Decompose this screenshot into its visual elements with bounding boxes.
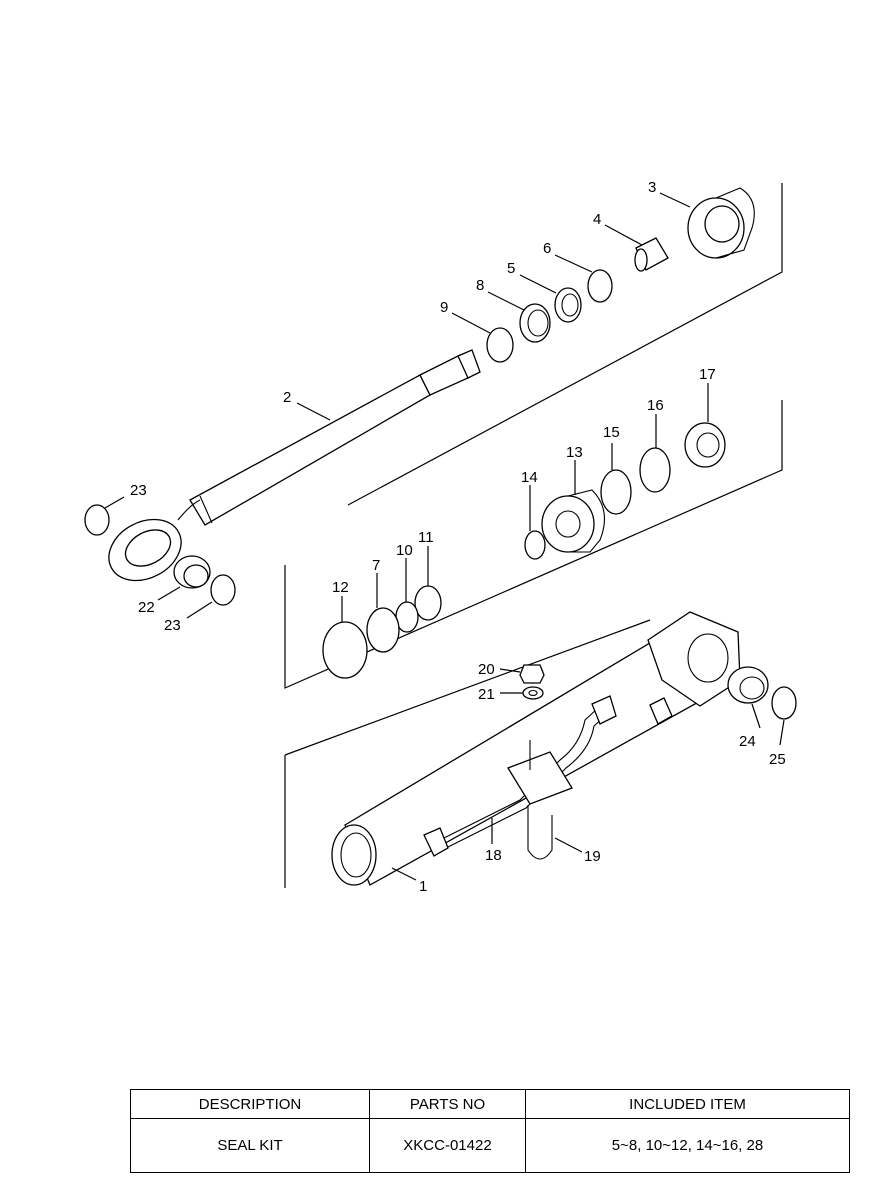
callout-9: 9 xyxy=(440,299,448,316)
callout-15: 15 xyxy=(603,424,620,441)
header-included-item: INCLUDED ITEM xyxy=(525,1089,850,1119)
cylinder-tube-1 xyxy=(331,611,741,886)
pipe-18 xyxy=(423,695,673,857)
o-ring-14 xyxy=(524,530,546,560)
callout-11: 11 xyxy=(418,529,434,546)
bushing-22 xyxy=(173,555,211,589)
callout-18: 18 xyxy=(485,847,502,864)
header-description: DESCRIPTION xyxy=(130,1089,370,1119)
cell-description: SEAL KIT xyxy=(130,1118,370,1173)
piston-rod xyxy=(108,349,481,582)
ring-8 xyxy=(519,303,551,343)
ring-23-right xyxy=(210,574,236,606)
bushing-24 xyxy=(727,666,769,704)
callout-7: 7 xyxy=(372,557,380,574)
callout-23-top: 23 xyxy=(130,482,147,499)
callout-20: 20 xyxy=(478,661,495,678)
callout-2: 2 xyxy=(283,389,291,406)
callout-21: 21 xyxy=(478,686,495,703)
callout-23-bottom: 23 xyxy=(164,617,181,634)
cell-included-item: 5~8, 10~12, 14~16, 28 xyxy=(525,1118,850,1173)
callout-6: 6 xyxy=(543,240,551,257)
callout-8: 8 xyxy=(476,277,484,294)
cell-parts-no: XKCC-01422 xyxy=(369,1118,526,1173)
ring-11 xyxy=(414,585,442,621)
snap-ring-9 xyxy=(486,327,514,363)
table-header-row: DESCRIPTION PARTS NO INCLUDED ITEM xyxy=(130,1089,850,1119)
ring-5 xyxy=(554,287,582,323)
ring-7 xyxy=(366,607,400,653)
piston-13 xyxy=(541,489,606,553)
nut-17 xyxy=(684,422,726,468)
gland-3 xyxy=(687,187,755,259)
header-parts-no: PARTS NO xyxy=(369,1089,526,1119)
callout-10: 10 xyxy=(396,542,413,559)
callout-19: 19 xyxy=(584,848,601,865)
ring-12 xyxy=(322,621,368,679)
leader-lines xyxy=(104,192,785,881)
ring-16 xyxy=(639,447,671,493)
nut-20 xyxy=(519,664,545,684)
ring-15 xyxy=(600,469,632,515)
callout-labels: 3 4 6 5 8 9 2 17 16 15 13 14 11 10 7 12 … xyxy=(130,179,786,895)
ring-25 xyxy=(771,686,797,720)
callout-3: 3 xyxy=(648,179,656,196)
clamp-plate xyxy=(507,740,573,805)
callout-22: 22 xyxy=(138,599,155,616)
callout-25: 25 xyxy=(769,751,786,768)
washer-21 xyxy=(522,686,544,700)
callout-16: 16 xyxy=(647,397,664,414)
callout-13: 13 xyxy=(566,444,583,461)
callout-12: 12 xyxy=(332,579,349,596)
ring-6 xyxy=(587,269,613,303)
seal-kit-table: DESCRIPTION PARTS NO INCLUDED ITEM SEAL … xyxy=(130,1089,850,1173)
callout-1: 1 xyxy=(419,878,427,895)
callout-17: 17 xyxy=(699,366,716,383)
callout-24: 24 xyxy=(739,733,756,750)
bushing-4 xyxy=(634,237,669,272)
callout-14: 14 xyxy=(521,469,538,486)
u-bolt-19 xyxy=(527,805,553,860)
table-row: SEAL KIT XKCC-01422 5~8, 10~12, 14~16, 2… xyxy=(130,1118,850,1173)
callout-5: 5 xyxy=(507,260,515,277)
panel-frames xyxy=(284,183,783,888)
callout-4: 4 xyxy=(593,211,601,228)
ring-23-left xyxy=(84,504,110,536)
